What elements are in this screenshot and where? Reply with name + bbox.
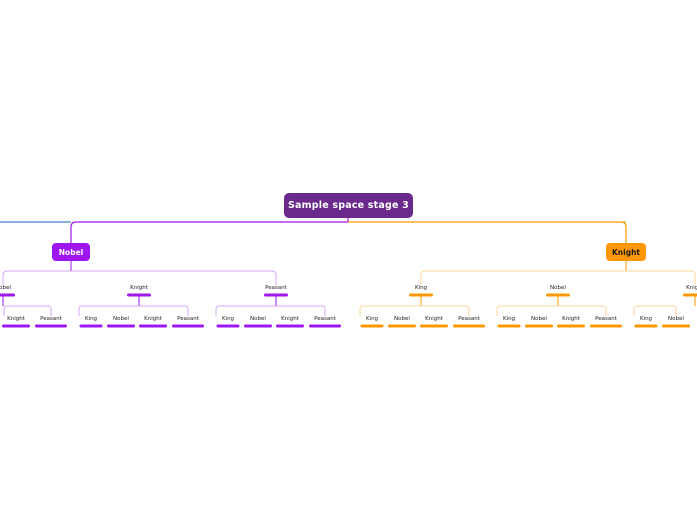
leaf-topic-label: Nobel — [250, 316, 266, 322]
subtopic-underline[interactable] — [409, 293, 433, 297]
leaf-connector — [78, 305, 189, 316]
leaf-topic-label: Nobel — [531, 316, 547, 322]
leaf-topic-label: King — [84, 316, 98, 322]
branch-connector — [70, 218, 349, 243]
leaf-topic-underline[interactable] — [453, 324, 485, 328]
branch-connector — [348, 221, 627, 243]
leaf-topic-underline[interactable] — [107, 324, 135, 328]
leaf-topic-label: Nobel — [394, 316, 410, 322]
subtopic-label: King — [414, 285, 428, 291]
main-topic-label: Nobel — [58, 247, 84, 257]
leaf-connector — [3, 305, 52, 316]
leaf-topic-underline[interactable] — [634, 324, 658, 328]
leaf-topic-underline[interactable] — [662, 324, 690, 328]
subtopic-underline[interactable] — [0, 293, 15, 297]
leaf-topic-label: Knight — [144, 316, 162, 322]
leaf-topic-label: Peasant — [458, 316, 480, 322]
leaf-connector — [359, 305, 470, 316]
leaf-topic-underline[interactable] — [139, 324, 167, 328]
leaf-topic-underline[interactable] — [497, 324, 521, 328]
leaf-connector — [215, 305, 326, 316]
main-topic-nobel[interactable]: Nobel — [52, 243, 90, 261]
subtopic-underline[interactable] — [127, 293, 151, 297]
leaf-topic-underline[interactable] — [557, 324, 585, 328]
subtopic-label: Knight — [130, 285, 148, 291]
leaf-topic-underline[interactable] — [590, 324, 622, 328]
leaf-topic-underline[interactable] — [244, 324, 272, 328]
leaf-topic-underline[interactable] — [79, 324, 103, 328]
leaf-topic-label: Knight — [7, 316, 25, 322]
leaf-topic-label: Peasant — [314, 316, 336, 322]
central-topic[interactable]: Sample space stage 3 — [284, 193, 413, 218]
leaf-connector — [496, 305, 607, 316]
subtopic-label: Nobel — [550, 285, 566, 291]
central-topic-label: Sample space stage 3 — [288, 200, 409, 211]
subtopic-label: Nobel — [0, 285, 11, 291]
leaf-topic-label: Peasant — [40, 316, 62, 322]
subtopic-underline[interactable] — [546, 293, 570, 297]
subtopic-label: Peasant — [265, 285, 287, 291]
leaf-connector — [633, 305, 677, 316]
leaf-topic-underline[interactable] — [420, 324, 448, 328]
leaf-topic-underline[interactable] — [309, 324, 341, 328]
leaf-topic-underline[interactable] — [2, 324, 30, 328]
leaf-topic-label: King — [365, 316, 379, 322]
leaf-topic-label: Peasant — [595, 316, 617, 322]
subtopic-connector — [2, 270, 277, 285]
leaf-topic-label: Knight — [281, 316, 299, 322]
leaf-topic-underline[interactable] — [276, 324, 304, 328]
leaf-topic-label: King — [502, 316, 516, 322]
subtopic-underline[interactable] — [264, 293, 288, 297]
leaf-topic-underline[interactable] — [35, 324, 67, 328]
leaf-topic-underline[interactable] — [525, 324, 553, 328]
leaf-topic-label: King — [221, 316, 235, 322]
leaf-topic-label: King — [639, 316, 653, 322]
leaf-topic-underline[interactable] — [172, 324, 204, 328]
leaf-topic-underline[interactable] — [216, 324, 240, 328]
subtopic-connector — [420, 270, 696, 285]
subtopic-underline[interactable] — [683, 293, 697, 297]
main-topic-label: Knight — [611, 247, 640, 257]
leaf-topic-underline[interactable] — [360, 324, 384, 328]
leaf-topic-label: Knight — [562, 316, 580, 322]
leaf-topic-label: Nobel — [113, 316, 129, 322]
leaf-topic-underline[interactable] — [388, 324, 416, 328]
leaf-topic-label: Peasant — [177, 316, 199, 322]
leaf-topic-label: Knight — [425, 316, 443, 322]
subtopic-label: Knight — [686, 285, 697, 291]
main-topic-knight[interactable]: Knight — [606, 243, 646, 261]
leaf-topic-label: Nobel — [668, 316, 684, 322]
